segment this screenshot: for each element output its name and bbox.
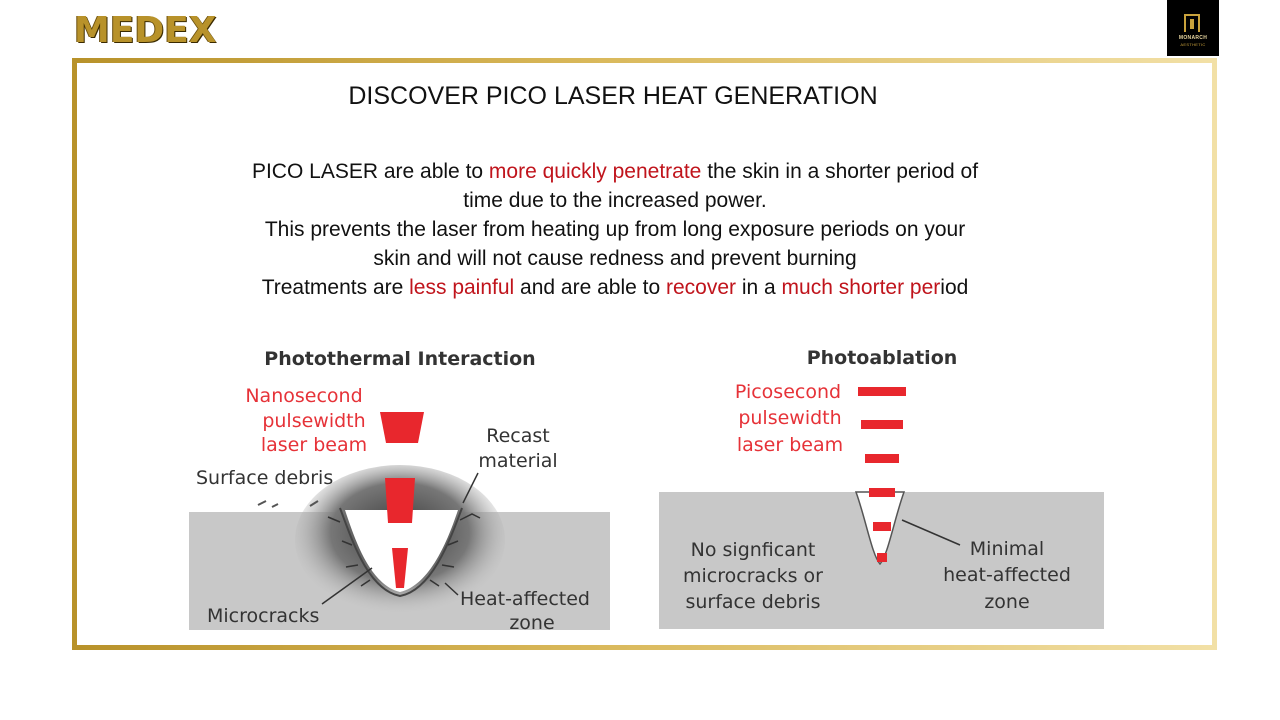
left-beam-label-1: Nanosecond xyxy=(245,385,362,407)
pico-pulse-4 xyxy=(869,488,895,497)
microcracks-label: Microcracks xyxy=(207,605,319,627)
beam-pulse-2 xyxy=(385,478,415,523)
recast-label-2: material xyxy=(478,450,557,472)
no-significant-label-3: surface debris xyxy=(685,591,820,613)
recast-label-1: Recast xyxy=(486,425,549,447)
right-beam-label-3: laser beam xyxy=(737,434,843,456)
brand-logo-text: MEDEX xyxy=(74,10,217,51)
no-significant-label-1: No signficant xyxy=(691,539,816,561)
beam-pulse-1 xyxy=(380,412,424,443)
photoablation-diagram: Photoablation Picosecond pulsewidth lase… xyxy=(659,347,1104,629)
photothermal-diagram: Photothermal Interaction Nanosecond puls… xyxy=(189,348,610,634)
monarch-logo: MONARCH AESTHETIC xyxy=(1167,0,1219,56)
surface-debris-label: Surface debris xyxy=(196,467,333,489)
microcrack-lines xyxy=(327,513,481,587)
heat-zone-pointer xyxy=(444,582,459,596)
slide-title: DISCOVER PICO LASER HEAT GENERATION xyxy=(348,82,878,110)
heat-zone-label-1: Heat-affected xyxy=(460,588,590,610)
crown-icon xyxy=(1184,14,1200,32)
logo-line1: MONARCH xyxy=(1178,35,1208,41)
left-beam-label-2: pulsewidth xyxy=(262,410,365,432)
right-beam-label-2: pulsewidth xyxy=(738,407,841,429)
minimal-label-2: heat-affected xyxy=(943,564,1071,586)
minimal-label-1: Minimal xyxy=(970,538,1044,560)
minimal-label-3: zone xyxy=(984,591,1029,613)
logo-line2: AESTHETIC xyxy=(1180,42,1206,47)
microcracks-pointer xyxy=(321,567,373,605)
pico-pulse-1 xyxy=(858,387,906,396)
right-beam-label-1: Picosecond xyxy=(735,381,841,403)
pico-pulse-5 xyxy=(873,522,891,531)
pico-pulse-3 xyxy=(865,454,899,463)
debris-marks xyxy=(257,500,319,508)
minimal-pointer xyxy=(901,519,961,546)
heat-zone-label-2: zone xyxy=(509,612,554,634)
pico-pulse-2 xyxy=(861,420,903,429)
description-paragraph: PICO LASER are able to more quickly pene… xyxy=(185,157,1045,302)
para-line4: skin and will not cause redness and prev… xyxy=(373,247,857,270)
pico-pulse-6 xyxy=(877,553,887,562)
crater-edge xyxy=(339,507,463,598)
para-line5: Treatments are less painful and are able… xyxy=(261,276,969,299)
para-line2: time due to the increased power. xyxy=(463,189,767,212)
recast-pointer xyxy=(462,472,479,504)
para-line1: PICO LASER are able to more quickly pene… xyxy=(251,160,979,183)
left-title: Photothermal Interaction xyxy=(264,348,535,370)
beam-pulse-3 xyxy=(392,548,408,588)
left-beam-label-3: laser beam xyxy=(261,434,367,456)
right-title: Photoablation xyxy=(807,347,958,369)
para-line3: This prevents the laser from heating up … xyxy=(264,218,966,241)
no-significant-label-2: microcracks or xyxy=(683,565,823,587)
